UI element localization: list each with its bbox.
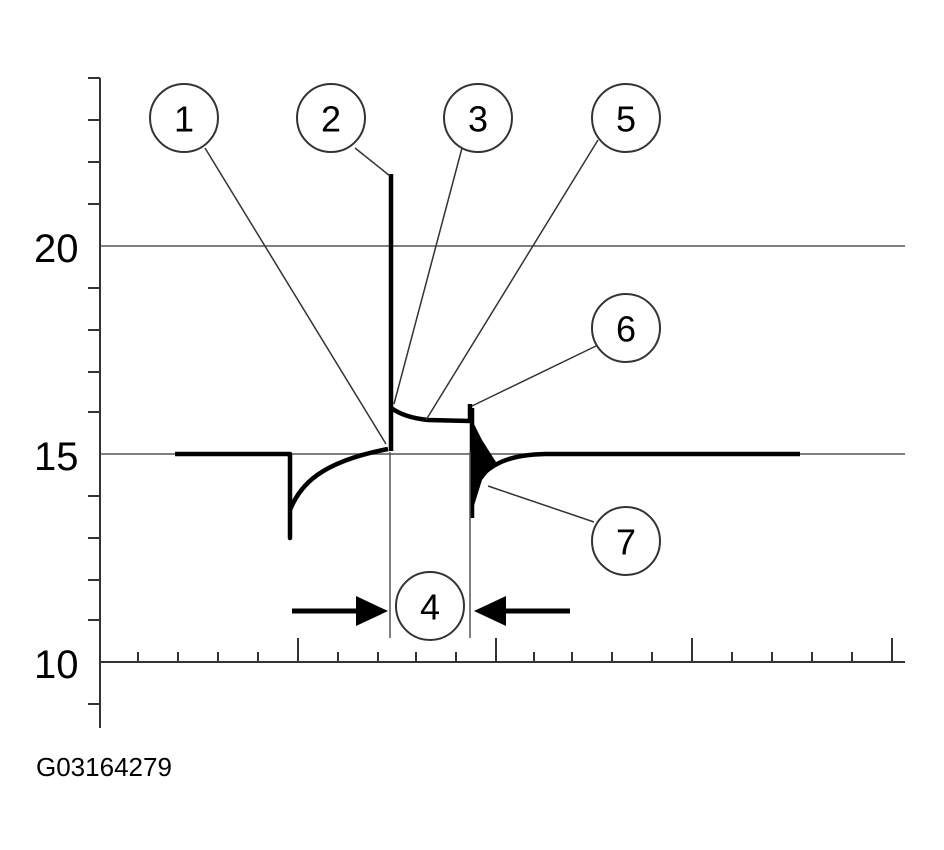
callout-1-label: 1: [174, 99, 194, 140]
callout-4: 4: [395, 571, 465, 641]
callout-3-label: 3: [468, 99, 488, 140]
y-tick-label-10: 10: [34, 643, 79, 687]
callout-7-label: 7: [616, 522, 636, 563]
y-axis-minor-ticks: [88, 77, 100, 705]
callout-2: 2: [296, 83, 366, 153]
callout-leaders: [204, 139, 599, 523]
callout-5-label: 5: [616, 99, 636, 140]
waveform-trace: [175, 174, 800, 541]
duration-arrow-right: [474, 596, 570, 626]
duration-arrow-left: [292, 596, 388, 626]
waveform-pre-event: [175, 446, 389, 541]
callout-2-label: 2: [321, 99, 341, 140]
callout-3: 3: [443, 83, 513, 153]
waveform-plateau: [389, 404, 473, 424]
callout-7: 7: [591, 506, 661, 576]
y-tick-label-20: 20: [34, 227, 79, 271]
callout-1: 1: [149, 83, 219, 153]
callout-4-label: 4: [420, 587, 440, 628]
figure-id: G03164279: [36, 752, 172, 782]
callout-5: 5: [591, 83, 661, 153]
callout-6-label: 6: [616, 309, 636, 350]
y-tick-label-15: 15: [34, 435, 79, 479]
waveform-ringing: [472, 420, 496, 512]
waveform-drop-and-recovery: [469, 408, 800, 518]
callout-6: 6: [591, 293, 661, 363]
x-axis-ticks: [137, 638, 893, 662]
